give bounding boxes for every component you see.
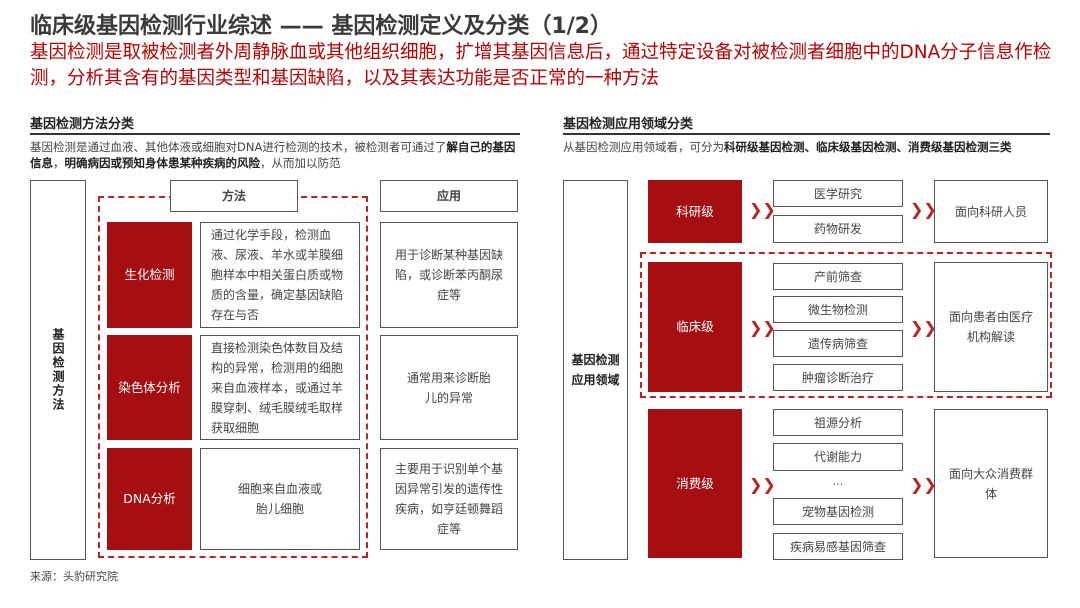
right-rule <box>563 133 1050 135</box>
group-item: 医学研究 <box>773 180 903 207</box>
application-side-label: 基因检测应用领域 <box>563 180 628 560</box>
group-target: 面向科研人员 <box>934 180 1048 243</box>
left-rule <box>30 133 520 135</box>
group-item-ellipsis: ... <box>832 475 844 488</box>
method-side-label: 基因检测方法 <box>30 180 86 560</box>
group-item: 微生物检测 <box>773 296 903 323</box>
method-application: 用于诊断某种基因缺陷，或诊断苯丙酮尿症等 <box>380 222 518 328</box>
group-item: 药物研发 <box>773 215 903 243</box>
chevron-right-icon: ❯❯ <box>910 318 937 337</box>
group-target: 面向患者由医疗机构解读 <box>934 262 1048 392</box>
group-item: 宠物基因检测 <box>773 498 903 525</box>
method-name: 生化检测 <box>107 222 192 328</box>
group-target: 面向大众消费群体 <box>934 409 1048 558</box>
clinical-dashed-frame <box>640 252 1052 398</box>
chevron-right-icon: ❯❯ <box>749 318 776 337</box>
left-description: 基因检测是通过血液、其他体液或细胞对DNA进行检测的技术，被检测者可通过了解自己… <box>30 139 525 171</box>
right-heading: 基因检测应用领域分类 <box>563 117 694 132</box>
left-heading: 基因检测方法分类 <box>30 117 135 132</box>
group-item: 疾病易感基因筛查 <box>773 533 903 560</box>
group-name: 科研级 <box>648 180 742 243</box>
group-name: 消费级 <box>648 409 742 558</box>
page-title: 临床级基因检测行业综述 —— 基因检测定义及分类（1/2） <box>30 14 612 39</box>
desc-text: 从基因检测应用领域看，可分为 <box>563 140 724 154</box>
chevron-right-icon: ❯❯ <box>749 200 776 219</box>
method-application: 通常用来诊断胎儿的异常 <box>380 335 518 440</box>
group-item: 遗传病筛查 <box>773 330 903 357</box>
group-item: 产前筛查 <box>773 263 903 290</box>
method-description: 细胞来自血液或胎儿细胞 <box>200 448 360 550</box>
method-application: 主要用于识别单个基因异常引发的遗传性疾病，如亨廷顿舞蹈症等 <box>380 448 518 550</box>
method-description: 直接检测染色体数目及结构的异常，检测用的细胞来自血液样本，或通过羊膜穿刺、绒毛膜… <box>200 335 360 440</box>
desc-bold: 检测三类 <box>965 140 1012 154</box>
column-header-method: 方法 <box>170 180 298 212</box>
method-name: DNA分析 <box>107 448 192 550</box>
right-description: 从基因检测应用领域看，可分为科研级基因检测、临床级基因检测、消费级基因检测三类 <box>563 139 1053 155</box>
desc-text: ，从而加以防范 <box>260 156 341 170</box>
side-label-text: 基因检测方法 <box>51 328 65 412</box>
chevron-right-icon: ❯❯ <box>910 200 937 219</box>
source-note: 来源：头豹研究院 <box>30 570 118 583</box>
chevron-right-icon: ❯❯ <box>910 475 937 494</box>
group-item: 祖源分析 <box>773 409 903 436</box>
column-header-application: 应用 <box>380 180 518 212</box>
group-item: 肿瘤诊断治疗 <box>773 364 903 391</box>
desc-text: ， <box>53 156 65 170</box>
page-subtitle: 基因检测是取被检测者外周静脉血或其他组织细胞，扩增其基因信息后，通过特定设备对被… <box>30 42 1052 89</box>
group-item: 代谢能力 <box>773 443 903 471</box>
desc-bold: 解自己的基因信息 <box>30 140 516 170</box>
method-name: 染色体分析 <box>107 335 192 440</box>
method-description: 通过化学手段，检测血液、尿液、羊水或羊膜细胞样本中相关蛋白质或物质的含量，确定基… <box>200 222 360 328</box>
desc-text: 基因检测是通过血液、其他体液或细胞对DNA进行检测的技术，被检测者可通过了 <box>30 140 447 154</box>
chevron-right-icon: ❯❯ <box>749 475 776 494</box>
desc-bold: 科研级基因检测、临床级基因检测、消费级基因 <box>724 140 966 154</box>
group-name: 临床级 <box>648 262 742 392</box>
desc-bold: 明确病因或预知身体患某种疾病的风险 <box>64 156 261 170</box>
